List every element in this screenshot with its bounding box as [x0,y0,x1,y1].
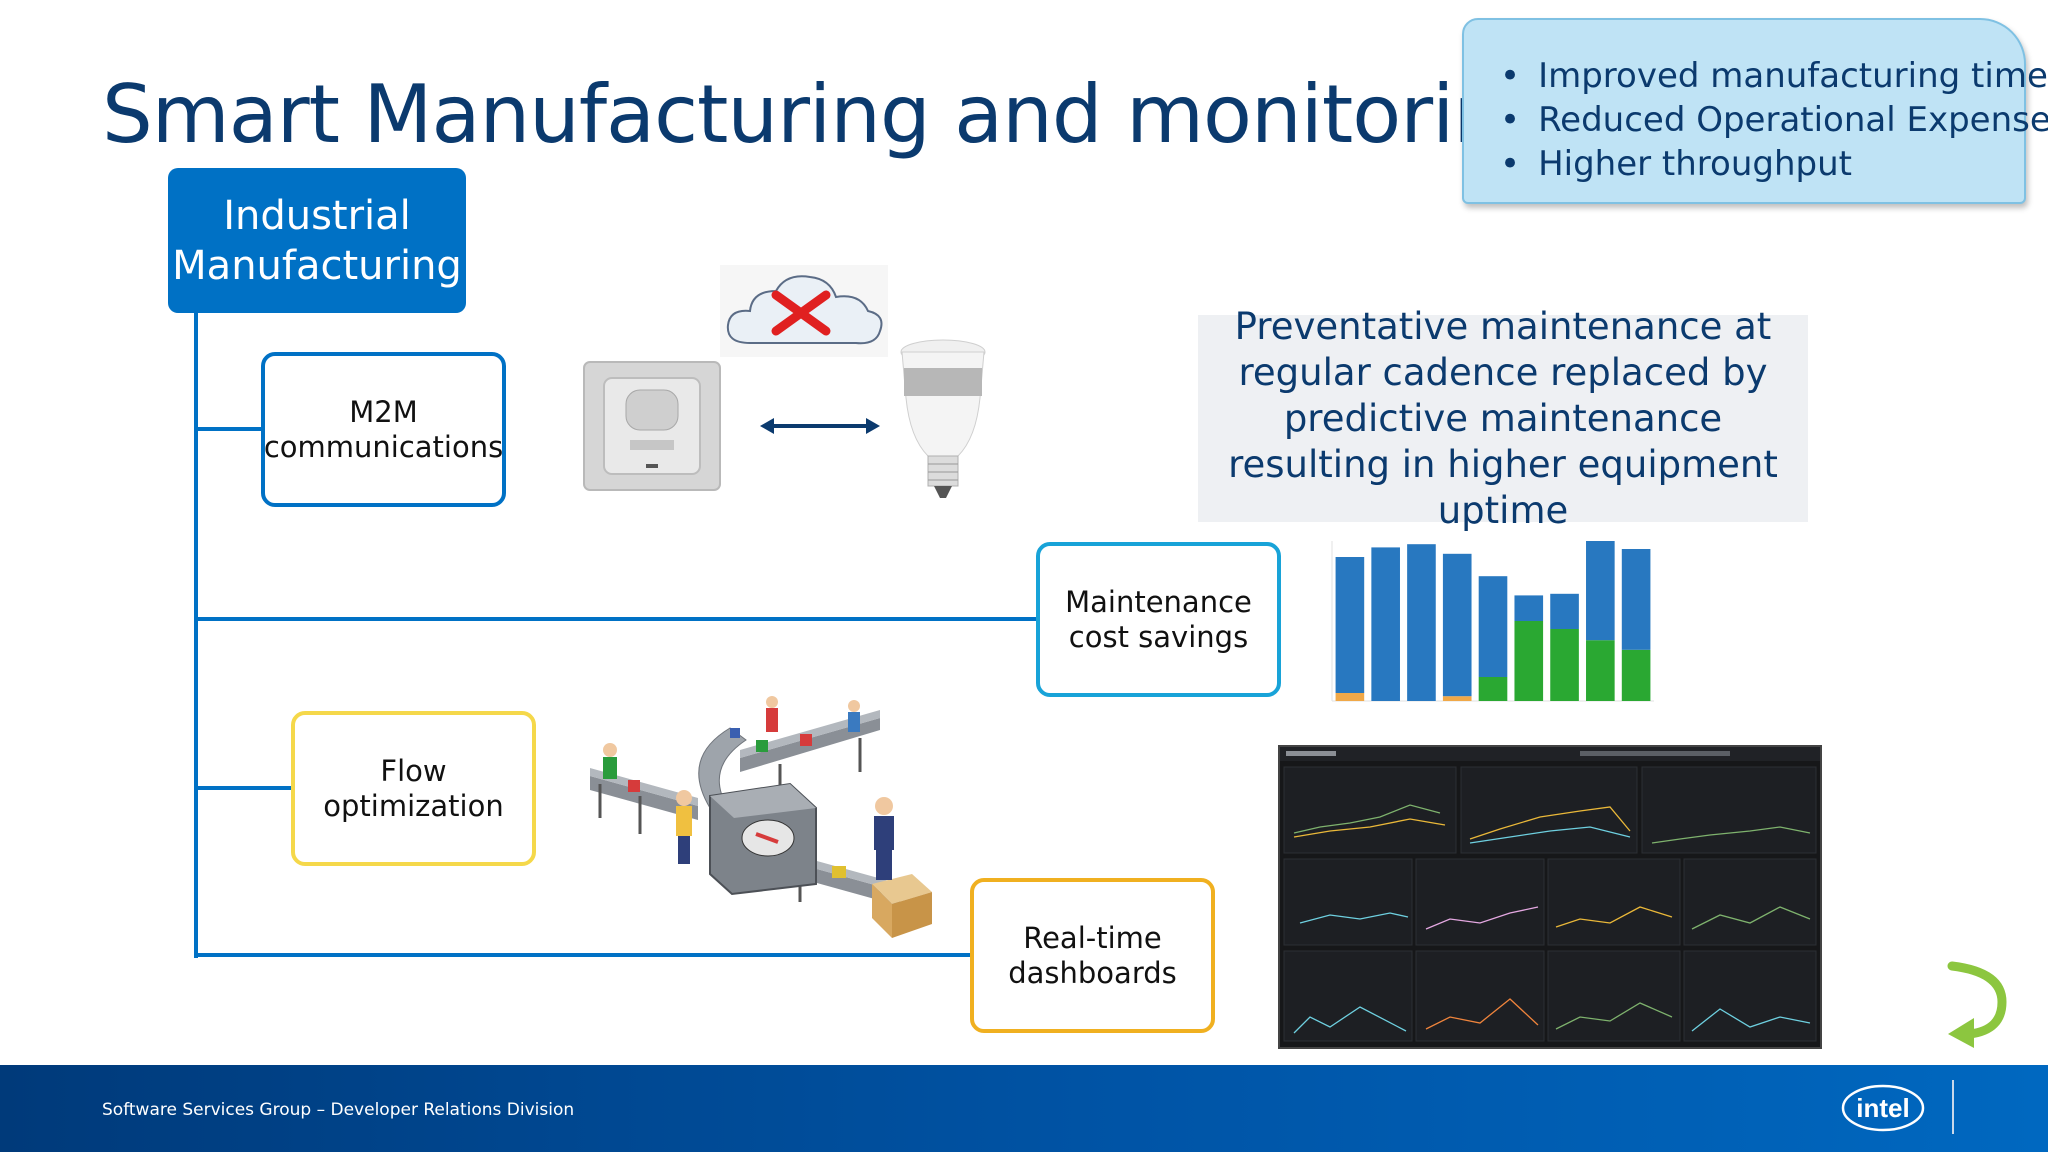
bar-segment [1514,595,1544,621]
bar-segment [1407,544,1436,701]
bar-segment [1478,677,1508,701]
connector-trunk [194,313,198,958]
return-arrow-icon[interactable] [1944,958,2010,1048]
footer-divider [1952,1080,1954,1134]
predictive-maintenance-box: Preventative maintenance at regular cade… [1198,305,1808,532]
bar-segment [1550,629,1579,701]
lightbulb-icon [900,339,986,498]
realtime-line2: dashboards [1008,955,1177,990]
bar-segment [1442,696,1472,701]
root-line2: Manufacturing [172,242,462,289]
benefit-item: Reduced Operational Expenses [1500,98,2048,142]
benefit-item: Higher throughput [1500,142,2024,186]
bar-segment [1621,649,1651,701]
benefit-item: Improved manufacturing time [1500,54,2048,98]
predictive-maintenance-text: Preventative maintenance at regular cade… [1228,304,1778,532]
double-arrow-icon [760,418,880,434]
benefits-callout: Improved manufacturing time Reduced Oper… [1462,18,2048,204]
intel-logo: intel [1841,1084,1925,1132]
bar-segment [1478,576,1508,677]
realtime-dashboard-screenshot [1278,745,1822,1049]
realtime-line1: Real-time [1023,920,1162,955]
cloud-icon [720,265,888,357]
bar-segment [1514,621,1544,701]
bar-segment [1371,547,1400,701]
maintenance-line2: cost savings [1068,619,1249,654]
maintenance-bar-chart [1331,541,1654,702]
bar-segment [1586,541,1615,641]
motion-sensor-icon [583,361,721,491]
footer-text: Software Services Group – Developer Rela… [102,1100,575,1120]
bar-segment [1335,693,1365,701]
flow-line2: optimization [323,788,504,823]
dashboard-panels [1280,747,1820,1042]
flow-line1: Flow [380,753,447,788]
footer-bar [0,1065,2048,1152]
red-x-icon [771,290,831,336]
intel-logo-text: intel [1856,1093,1909,1123]
connector-realtime [194,953,970,957]
bar-segment [1621,549,1651,650]
m2m-line2: communications [263,429,504,464]
bar-segment [1586,640,1615,701]
page-title: Smart Manufacturing and monitoring [102,68,1554,161]
bar-segment [1335,557,1365,693]
root-line1: Industrial [223,192,411,239]
maintenance-line1: Maintenance [1065,584,1252,619]
bar-segment [1550,593,1579,629]
m2m-line1: M2M [349,394,418,429]
bar-segment [1442,553,1472,697]
connector-maintenance [194,617,1036,621]
connector-m2m [194,427,261,431]
connector-flow [194,786,291,790]
factory-conveyor-illustration [590,696,932,938]
